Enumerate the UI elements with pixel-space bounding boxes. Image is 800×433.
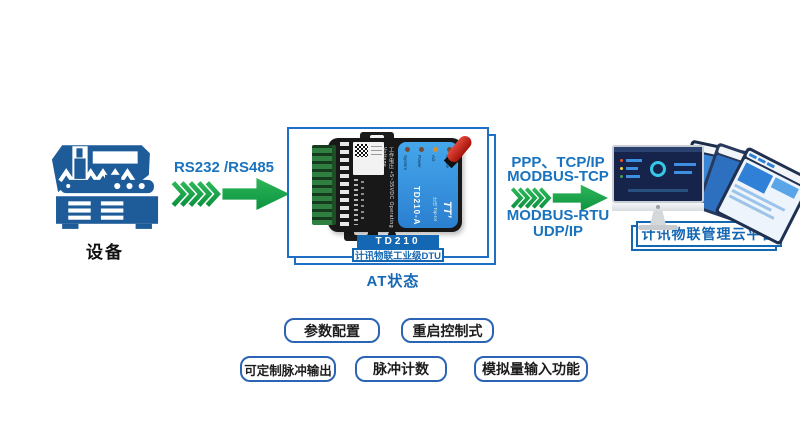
terminal-block-icon [312, 145, 336, 225]
cloud-platform-graphic [610, 139, 800, 246]
dtu-status-label: AT状态 [366, 273, 420, 290]
toolbar-button [757, 157, 767, 164]
device-sticker [353, 142, 384, 175]
side-print-lines [361, 181, 364, 223]
voltage-en: Operating Voltage [381, 147, 394, 228]
sticker-line [371, 146, 382, 147]
status-dot [620, 167, 623, 170]
mounting-tab-icon [360, 132, 394, 142]
toolbar-button [748, 152, 758, 160]
mounting-hole-icon [370, 135, 384, 139]
brand-logo-text: TT’ [441, 200, 453, 218]
led-icon [405, 147, 410, 152]
monitor-chin [612, 203, 704, 211]
qr-code-icon [355, 144, 368, 157]
dashboard-bar [628, 189, 688, 192]
protocol-label: PPP、TCP/IP [511, 154, 605, 171]
monitor-stand [650, 211, 666, 225]
equipment-icon [46, 134, 164, 234]
feature-pill-analog-input: 模拟量输入功能 [474, 356, 588, 382]
monitor-base [638, 225, 678, 230]
machine-icon [51, 145, 159, 229]
feature-pill-restart-control: 重启控制式 [401, 318, 494, 343]
serial-link-label: RS232 /RS485 [173, 159, 275, 176]
voltage-cn: 工作电压 +5~35VDC [388, 147, 394, 200]
brand-logo-sub: 计讯 Top-Iot [433, 196, 438, 221]
dashboard-bar [674, 163, 696, 166]
arrow-right-icon [166, 177, 294, 211]
feature-pill-param-config: 参数配置 [284, 318, 380, 343]
monitor-logo-dot [656, 205, 660, 209]
side-print-lines [354, 179, 358, 225]
status-dot [620, 159, 623, 162]
dashboard-bar [626, 175, 640, 178]
equipment-label: 设备 [86, 243, 124, 262]
device-model-print: TD210-A [412, 186, 421, 226]
sticker-line [371, 150, 382, 151]
led-label: Act [431, 155, 436, 162]
brand-logo: TT’ 计讯 Top-Iot [432, 192, 456, 226]
dashboard-navbar [614, 147, 702, 152]
protocol-label: MODBUS-TCP [507, 168, 609, 185]
dashboard-bar [626, 167, 638, 170]
arrow-right-icon [503, 184, 615, 212]
led-label: Power [417, 155, 422, 168]
feature-pill-pulse-count: 脉冲计数 [355, 356, 447, 382]
led-icon [433, 147, 438, 152]
led-icon [419, 147, 424, 152]
status-dot [620, 175, 623, 178]
voltage-print: 工作电压 +5~35VDC Operating Voltage [380, 147, 394, 231]
dashboard-bar [674, 171, 692, 174]
desktop-monitor-icon [610, 143, 710, 235]
monitor-screen [612, 145, 704, 203]
dtu-type-badge: 计讯物联工业级DTU [352, 248, 444, 262]
feature-pill-pulse-output: 可定制脉冲输出 [240, 356, 336, 382]
gauge-ring-icon [650, 161, 666, 177]
dtu-model-badge: TD210 [357, 235, 439, 248]
led-label: System [403, 155, 408, 171]
protocol-label: MODBUS-RTU [506, 207, 610, 224]
dtu-device-photo: 工作电压 +5~35VDC Operating Voltage System P… [300, 132, 475, 247]
sticker-line [371, 154, 382, 155]
protocol-label: UDP/IP [532, 223, 583, 240]
pin-label-strip [340, 142, 349, 228]
dashboard-bar [626, 159, 642, 162]
mounting-hole-icon [354, 231, 368, 235]
toolbar-button [766, 162, 775, 169]
